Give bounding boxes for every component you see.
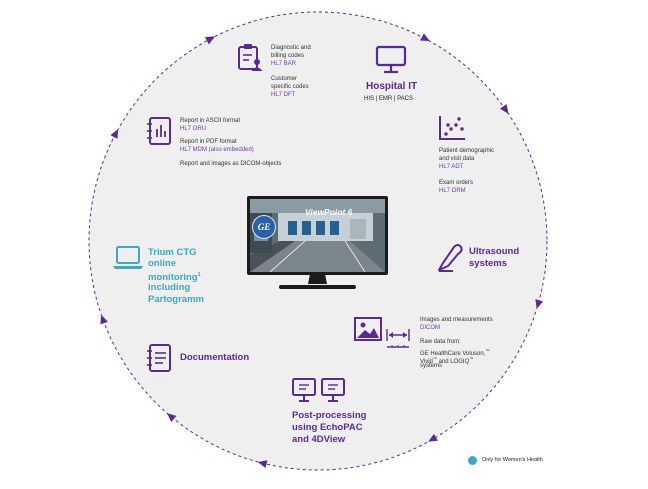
monitor-icon: [375, 45, 407, 74]
billing-line-3: Customer: [271, 76, 298, 82]
images-line-3: GE HealthCare Voluson,: [420, 351, 486, 357]
patient-line-1: Patient demographic: [439, 148, 495, 154]
trium-footnote-marker: 1: [197, 272, 201, 278]
ultrasound-line-2: systems: [469, 258, 508, 269]
cycle-arrow-2: [500, 104, 509, 114]
report-line-1: Report in ASCII format: [180, 118, 241, 124]
trium-line-5: Partogramm: [148, 294, 204, 305]
billing-code-2: HL7 DFT: [271, 92, 296, 98]
trium-line-3-wrap: monitoring1: [148, 270, 201, 284]
patient-line-3: Exam orders: [439, 180, 474, 186]
trium-line-3: monitoring: [148, 272, 198, 284]
cycle-arrow-8: [110, 129, 119, 139]
ultrasound-probe-icon: [438, 244, 463, 272]
cycle-arrow-6: [166, 413, 177, 423]
patient-code-1: HL7 ADT: [439, 164, 464, 170]
report-chart-icon: [147, 117, 171, 145]
viewpoint-screenshot: [250, 199, 385, 272]
images-line-5: and LOGIQ: [438, 359, 470, 365]
images-sup-2: ™: [432, 356, 437, 361]
hospital-it-subtitle: HIS | EMR | PACS: [364, 96, 414, 102]
images-code-1: DICOM: [420, 325, 440, 331]
report-code-1: HL7 ORU: [180, 126, 207, 132]
documentation-title: Documentation: [180, 352, 250, 363]
hospital-it-title: Hospital IT: [366, 81, 418, 92]
billing-line-1: Diagnostic and: [271, 45, 311, 51]
cycle-arrow-5: [257, 460, 268, 469]
patient-line-2: and visit data: [439, 156, 475, 162]
footnote-dot: [468, 456, 477, 465]
images-line-6: systems: [420, 363, 443, 369]
document-icon: [147, 344, 171, 372]
report-line-2: Report in PDF format: [180, 139, 237, 145]
patient-code-2: HL7 ORM: [439, 188, 466, 194]
billing-code-1: HL7 BAR: [271, 61, 297, 67]
cycle-arrow-3: [535, 299, 544, 309]
viewpoint-title: ViewPoint 6: [305, 207, 353, 217]
measure-icon: [386, 329, 410, 348]
report-code-2: HL7 MDM (also embedded): [180, 147, 254, 153]
cycle-ring: [88, 11, 548, 471]
images-sup-3: ™: [469, 356, 474, 361]
postprocessing-line-2: using EchoPAC: [292, 422, 363, 433]
cycle-arrow-1: [420, 33, 430, 42]
images-line-3-wrap: GE HealthCare Voluson,™: [420, 347, 489, 359]
cycle-arrow-4: [428, 433, 438, 442]
image-icon: [354, 317, 382, 341]
trium-line-1: Trium CTG: [148, 247, 197, 258]
images-line-4: Vivid: [420, 359, 433, 365]
cycle-arrows: [100, 33, 544, 469]
dual-monitor-icon: [292, 378, 345, 402]
footnote-text: Only for Women's Health: [482, 457, 543, 463]
laptop-icon: [113, 246, 143, 269]
trium-line-4: including: [148, 282, 191, 293]
report-line-3: Report and images as DICOM-objects: [180, 161, 282, 167]
images-line-2: Raw data from:: [420, 339, 461, 345]
clipboard-user-icon: [238, 44, 263, 71]
trium-line-2: online: [148, 258, 176, 269]
monitor-stand: [279, 274, 356, 289]
images-line-4-wrap: Vivid™ and LOGIQ™: [420, 355, 473, 367]
billing-line-4: specific codes: [271, 84, 309, 90]
cycle-arrow-7: [100, 314, 108, 325]
ultrasound-line-1: Ultrasound: [469, 246, 520, 257]
billing-line-2: billing codes: [271, 53, 305, 59]
postprocessing-line-3: and 4DView: [292, 434, 346, 445]
cycle-arrow-9: [205, 36, 215, 45]
postprocessing-line-1: Post-processing: [292, 410, 367, 421]
images-sup-1: ™: [485, 348, 490, 353]
ge-logo: GE: [252, 215, 276, 239]
images-line-1: Images and measurements: [420, 317, 493, 323]
scatter-chart-icon: [439, 116, 465, 140]
